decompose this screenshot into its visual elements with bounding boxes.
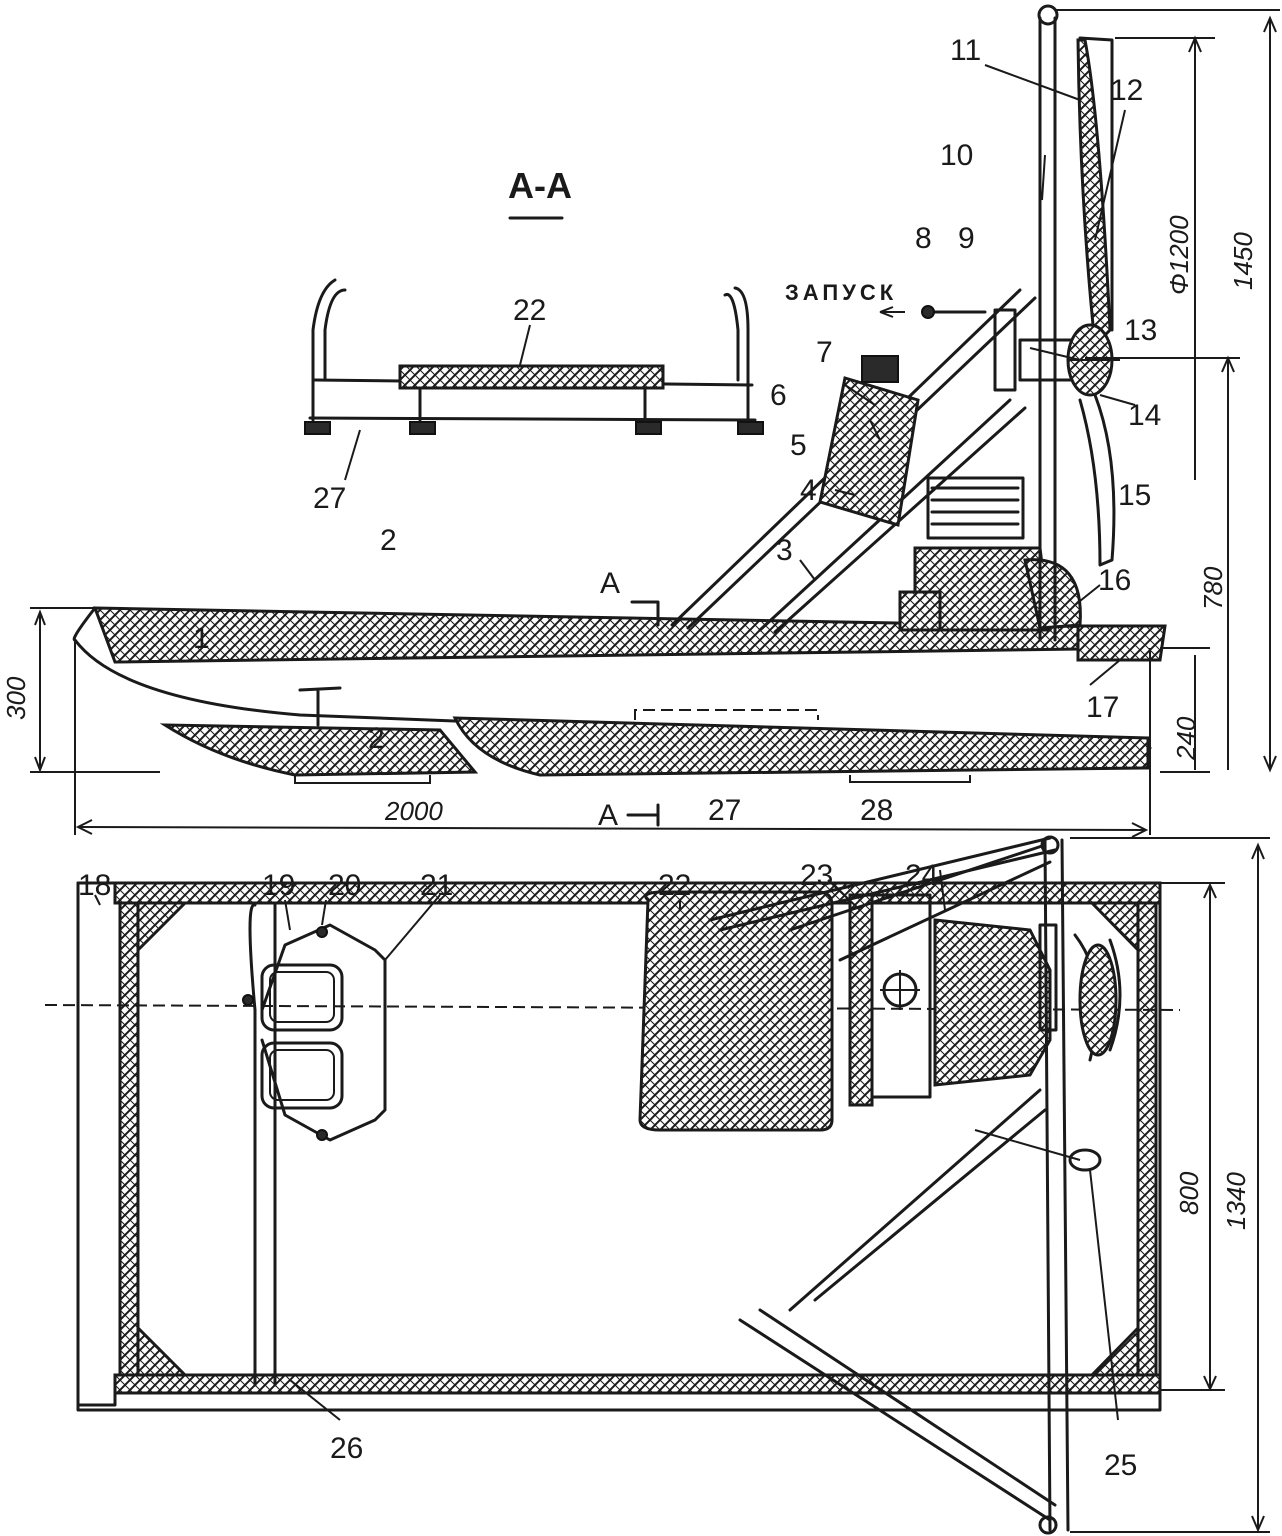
label-9: 9	[958, 222, 975, 255]
engine	[898, 476, 1082, 632]
label-24: 24	[905, 859, 938, 892]
label-6: 6	[770, 379, 787, 412]
strut-upper	[708, 836, 1057, 932]
labels: А-А ЗАПУСК 1 2 3 4 5 6 7 8 9 10 11 12 13…	[1, 34, 1258, 1482]
label-14: 14	[1128, 399, 1161, 432]
label-2: 2	[380, 524, 397, 557]
tank-cap	[861, 355, 899, 383]
dim-total-height: 1450	[1228, 232, 1258, 290]
label-22-seat: 22	[513, 294, 546, 327]
label-17: 17	[1086, 691, 1119, 724]
label-21: 21	[420, 869, 453, 902]
label-22: 22	[658, 869, 691, 902]
label-2-skid: 2	[368, 722, 385, 755]
propeller	[1066, 36, 1120, 567]
strut-lower	[738, 1308, 1057, 1522]
dim-prop-axis: 780	[1198, 566, 1228, 610]
label-11: 11	[950, 34, 981, 67]
label-10: 10	[940, 139, 973, 172]
start-label: ЗАПУСК	[785, 280, 897, 305]
label-20: 20	[328, 869, 361, 902]
steering-frame	[248, 903, 277, 1387]
label-19: 19	[262, 869, 295, 902]
label-7: 7	[816, 336, 833, 369]
label-4: 4	[800, 474, 817, 507]
label-18: 18	[78, 869, 111, 902]
label-16: 16	[1098, 564, 1131, 597]
dim-hull-height: 300	[1, 676, 31, 720]
dim-prop-diameter: Φ1200	[1164, 215, 1194, 295]
section-marker-top: А	[600, 567, 620, 600]
dim-length: 2000	[384, 796, 443, 826]
label-15: 15	[1118, 479, 1151, 512]
section-title: А-А	[508, 165, 572, 206]
rear-skid	[452, 716, 1150, 777]
label-23: 23	[800, 859, 833, 892]
section-marker-bottom: А	[598, 799, 618, 832]
dim-inner-width: 800	[1174, 1171, 1204, 1215]
label-12: 12	[1110, 74, 1143, 107]
hull-bow	[72, 606, 1152, 750]
label-8: 8	[915, 222, 932, 255]
front-skid	[159, 723, 479, 777]
label-13: 13	[1124, 314, 1157, 347]
label-28: 28	[860, 794, 893, 827]
fuel-tank	[818, 376, 920, 527]
side-view	[30, 4, 1280, 838]
label-27-seat: 27	[313, 482, 346, 515]
label-26: 26	[330, 1432, 363, 1465]
label-1: 1	[193, 622, 210, 655]
label-27-skid: 27	[708, 794, 741, 827]
top-view	[44, 835, 1270, 1535]
seat-section	[304, 278, 764, 481]
label-3: 3	[776, 534, 793, 567]
dim-total-width: 1340	[1221, 1172, 1251, 1230]
label-25: 25	[1104, 1449, 1137, 1482]
label-5: 5	[790, 429, 807, 462]
dim-skid-height: 240	[1171, 716, 1201, 761]
seat-block	[638, 890, 834, 1132]
